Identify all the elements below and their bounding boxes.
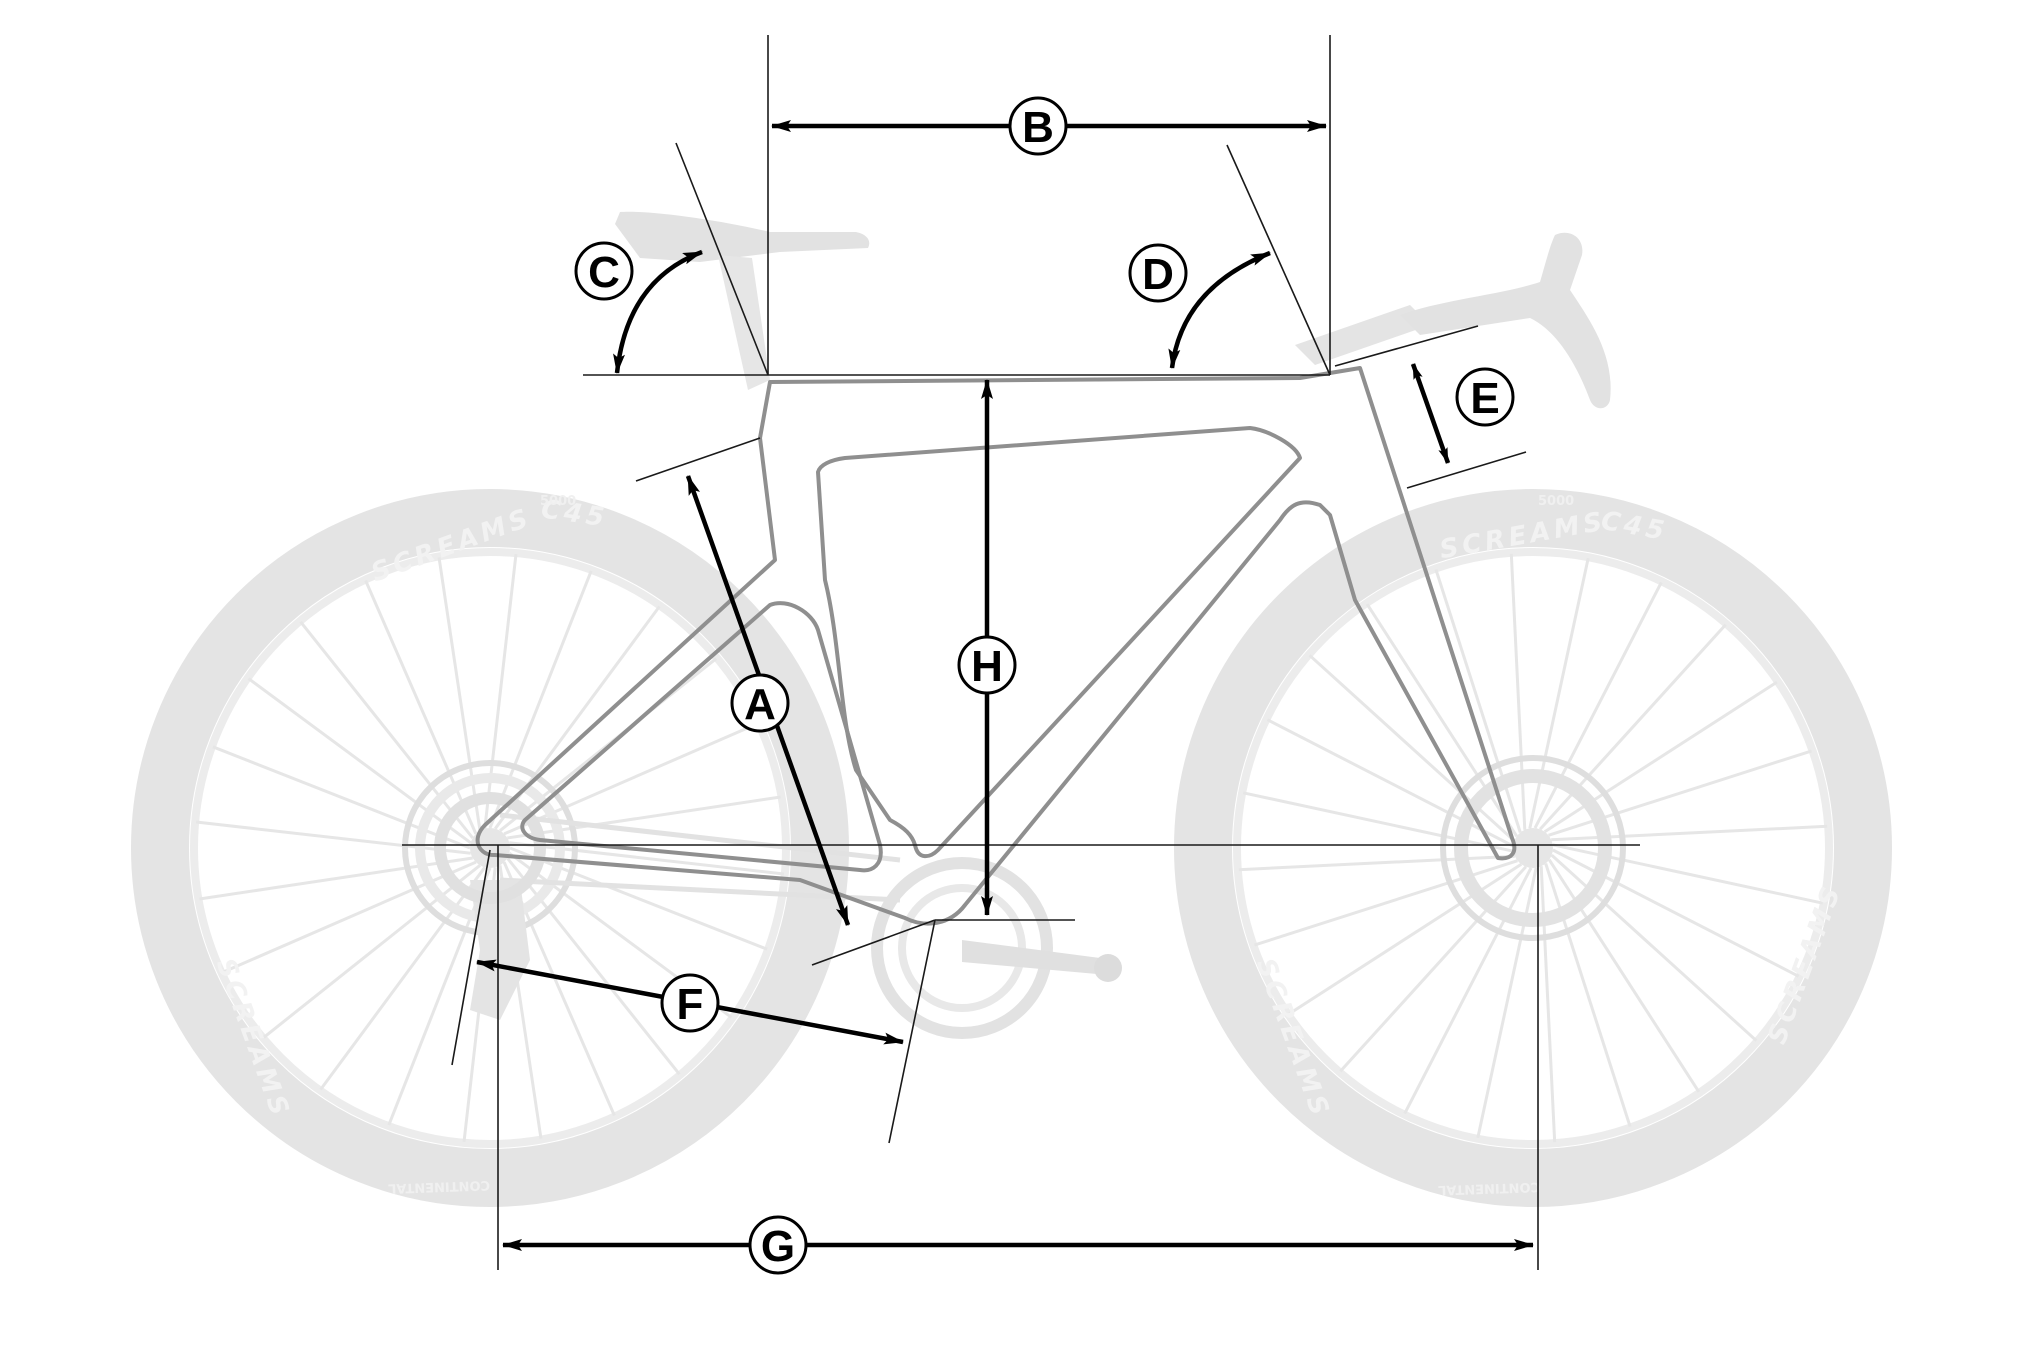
seat-tube-top-guide	[635, 437, 761, 482]
f-left-guide	[451, 849, 491, 1066]
spoke	[1544, 863, 1632, 1128]
spoke	[387, 867, 492, 1126]
svg-text:F: F	[677, 980, 704, 1029]
spoke	[1552, 848, 1800, 978]
arrow-e-head-tube	[1410, 363, 1451, 464]
rear-tire-size: 5000	[540, 494, 576, 509]
spoke	[195, 820, 471, 855]
spoke	[364, 579, 478, 835]
spoke	[299, 620, 474, 839]
saddle	[615, 211, 870, 262]
spoke	[1403, 867, 1533, 1115]
guide-lines	[402, 35, 1640, 1270]
label-c: C	[574, 241, 634, 301]
spoke	[1238, 854, 1515, 872]
cassette	[434, 792, 546, 904]
spoke	[1547, 858, 1701, 1093]
spoke	[247, 677, 472, 845]
svg-text:C: C	[588, 248, 620, 297]
chainring	[871, 857, 1053, 1039]
label-b: B	[1008, 96, 1068, 156]
label-h: H	[957, 635, 1017, 695]
spoke	[1543, 680, 1778, 834]
spoke	[1365, 603, 1519, 838]
arrow-d-head-angle	[1168, 250, 1271, 369]
svg-text:E: E	[1470, 374, 1499, 423]
spoke	[1253, 859, 1518, 947]
crank-arm	[962, 940, 1108, 975]
rear-tire-maker: CONTINENTAL	[388, 1177, 490, 1196]
spoke	[199, 856, 473, 901]
spoke	[1434, 568, 1522, 833]
head-angle-guide	[1226, 144, 1331, 376]
head-tube-top-guide	[1334, 325, 1479, 367]
svg-text:B: B	[1022, 103, 1054, 152]
spoke	[1266, 718, 1514, 848]
dimension-labels: B C D E A H F G	[574, 96, 1515, 1275]
spoke	[488, 570, 593, 829]
head-tube-bottom-guide	[1406, 451, 1527, 489]
seatpost	[718, 255, 770, 390]
seat-angle-guide	[675, 142, 769, 376]
spoke	[1509, 553, 1527, 830]
spoke	[1533, 581, 1663, 829]
bb-drop-guide-left	[811, 919, 936, 966]
spoke	[437, 557, 482, 831]
handlebar	[1400, 232, 1611, 409]
spoke	[221, 860, 477, 974]
spoke	[319, 866, 487, 1091]
arrow-c-seat-angle	[613, 249, 703, 374]
frame-outer	[475, 366, 1517, 926]
svg-text:D: D	[1142, 250, 1174, 299]
ghost-bike: SCREAMS C45 5000 SCREAMS C45 5000 CONTIN…	[131, 211, 1892, 1207]
f-right-guide	[888, 919, 936, 1144]
pedal-spindle	[1094, 954, 1122, 982]
front-wheel	[1174, 489, 1892, 1207]
spoke	[212, 745, 471, 850]
label-a: A	[730, 673, 790, 733]
label-e: E	[1455, 367, 1515, 427]
front-disc-rotor	[1440, 755, 1626, 941]
spoke	[1539, 866, 1557, 1143]
svg-text:A: A	[744, 680, 776, 729]
label-f: F	[660, 973, 720, 1033]
front-tire-size: 5000	[1538, 494, 1574, 509]
spoke	[1288, 862, 1523, 1016]
spoke	[262, 864, 481, 1039]
svg-text:H: H	[971, 642, 1003, 691]
spoke	[1551, 824, 1828, 842]
spoke	[506, 857, 681, 1076]
label-d: D	[1128, 243, 1188, 303]
stem	[1295, 305, 1430, 365]
front-tire-maker: CONTINENTAL	[1438, 1179, 1540, 1198]
spoke	[1548, 749, 1813, 837]
svg-text:G: G	[761, 1222, 795, 1271]
spoke	[509, 846, 768, 951]
spoke	[483, 553, 518, 829]
label-g: G	[748, 1215, 808, 1275]
